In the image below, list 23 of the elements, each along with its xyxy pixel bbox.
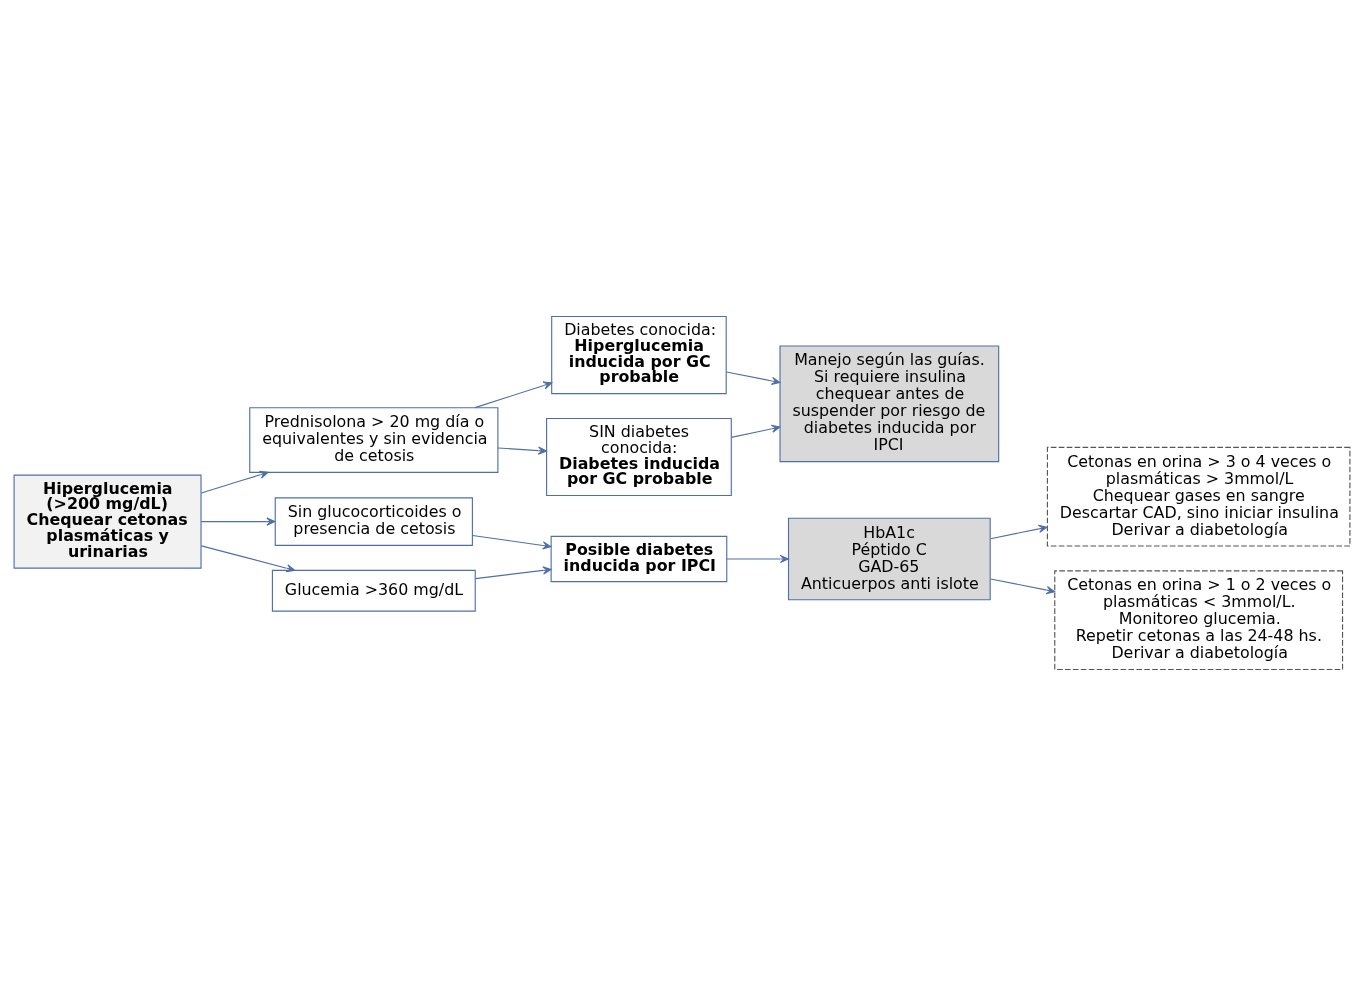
arrow bbox=[474, 565, 552, 579]
node-box: SIN diabetes conocida: Diabetes inducida por GC probable bbox=[546, 417, 732, 496]
node-box: Manejo según las guías. Si requiere insulina chequear antes de suspender por riesgo de diabetes inducida por IPCI bbox=[779, 344, 1000, 462]
node-box: Cetonas en orina > 1 o 2 veces o plasmáticas < 3mmol/L. Monitoreo glucemia. Repetir cetonas a las 24-48 hs. Derivar a diabetología bbox=[1054, 569, 1344, 670]
node-box: Posible diabetes inducida por IPCI bbox=[550, 535, 728, 582]
node-box: Sin glucocorticoides o presencia de cetosis bbox=[274, 496, 473, 546]
node-box: HbA1c Péptido C GAD-65 Anticuerpos anti islote bbox=[787, 517, 991, 600]
arrow bbox=[200, 470, 269, 494]
node-box: Cetonas en orina > 3 o 4 veces o plasmáticas > 3mmol/L Chequear gases en sangre Descartar CAD, sino iniciar insulina Derivar a diabetología bbox=[1046, 446, 1351, 547]
node-box: Prednisolona > 20 mg día o equivalentes y sin evidencia de cetosis bbox=[249, 406, 499, 473]
node-box: Diabetes conocida: Hiperglucemia inducida por GC probable bbox=[551, 315, 727, 394]
arrow bbox=[725, 370, 781, 385]
arrow bbox=[471, 534, 552, 550]
node-box: Hiperglucemia (>200 mg/dL) Chequear cetonas plasmáticas y urinarias bbox=[13, 474, 202, 569]
arrow bbox=[497, 445, 547, 455]
arrow bbox=[730, 424, 781, 438]
arrow bbox=[990, 524, 1048, 539]
arrow bbox=[200, 544, 296, 572]
arrow bbox=[990, 577, 1056, 594]
arrow bbox=[474, 380, 553, 408]
arrow bbox=[726, 554, 789, 563]
arrow bbox=[200, 516, 276, 526]
node-box: Glucemia >360 mg/dL bbox=[271, 569, 476, 612]
